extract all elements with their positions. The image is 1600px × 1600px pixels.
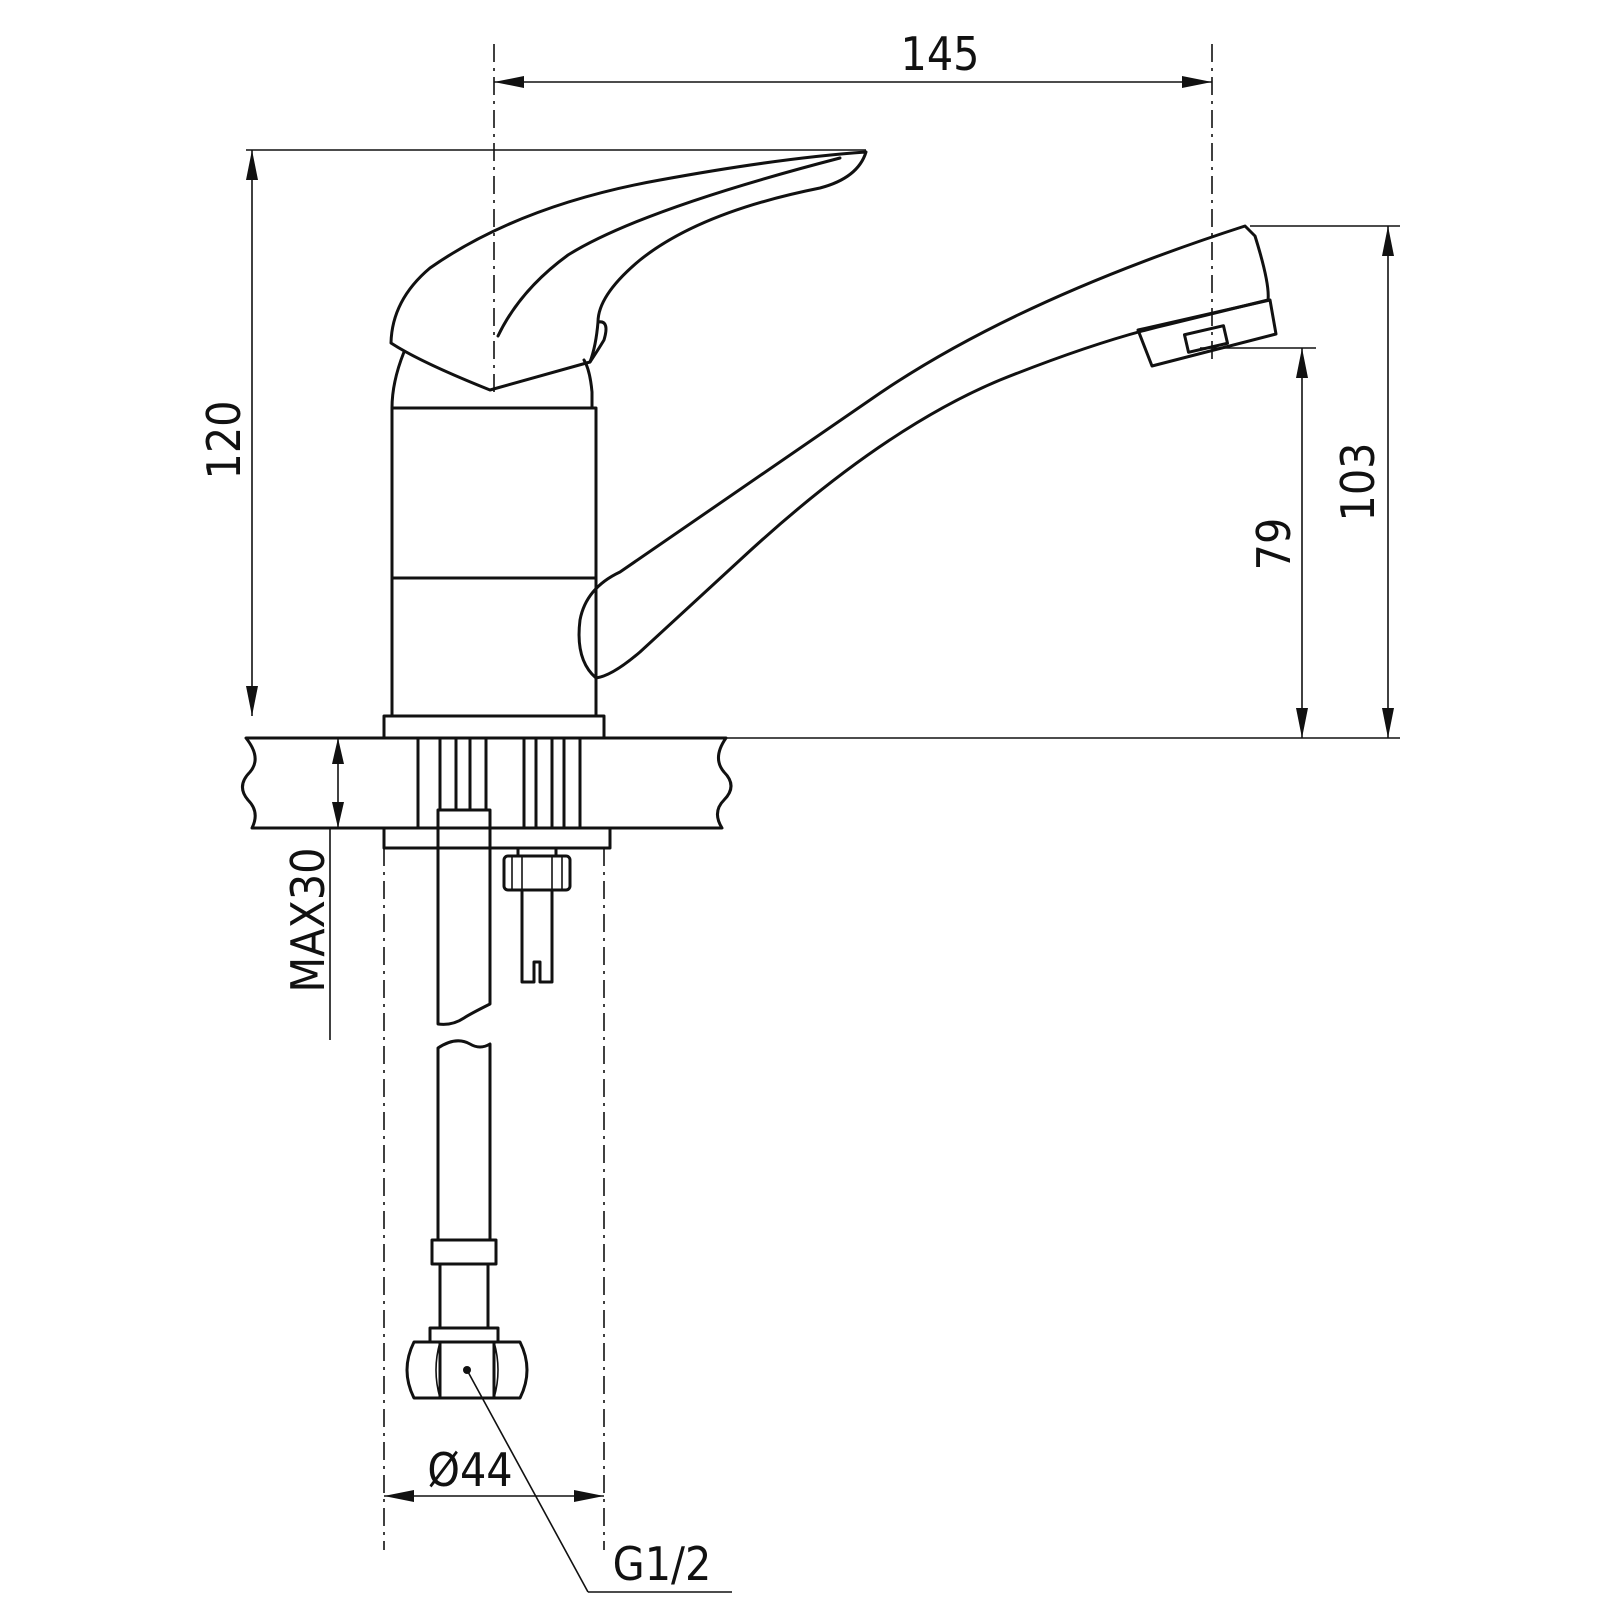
dimension-spout-reach: 145 [494, 27, 1212, 88]
dimension-label-diameter-44: Ø44 [427, 1443, 512, 1497]
thread-label-g1-2: G1/2 [613, 1537, 712, 1591]
faucet-body [382, 150, 1278, 984]
construction-lines [246, 44, 1400, 1550]
dimension-spout-top-height: 103 [1331, 226, 1394, 738]
dimension-base-diameter: Ø44 [384, 1443, 604, 1502]
dimension-max-counter-thickness: MAX30 [281, 738, 344, 993]
dimension-label-145: 145 [901, 27, 980, 81]
dimension-label-max30: MAX30 [281, 847, 335, 992]
dimension-label-120: 120 [197, 401, 251, 480]
countertop-section [241, 736, 733, 830]
dimension-label-79: 79 [1247, 518, 1301, 571]
flexible-hose [405, 808, 529, 1400]
leader-connection-thread: G1/2 [463, 1366, 732, 1593]
dimension-spout-outlet-height: 79 [1247, 348, 1308, 738]
dimension-total-height: 120 [197, 150, 258, 716]
dimension-label-103: 103 [1331, 443, 1385, 522]
